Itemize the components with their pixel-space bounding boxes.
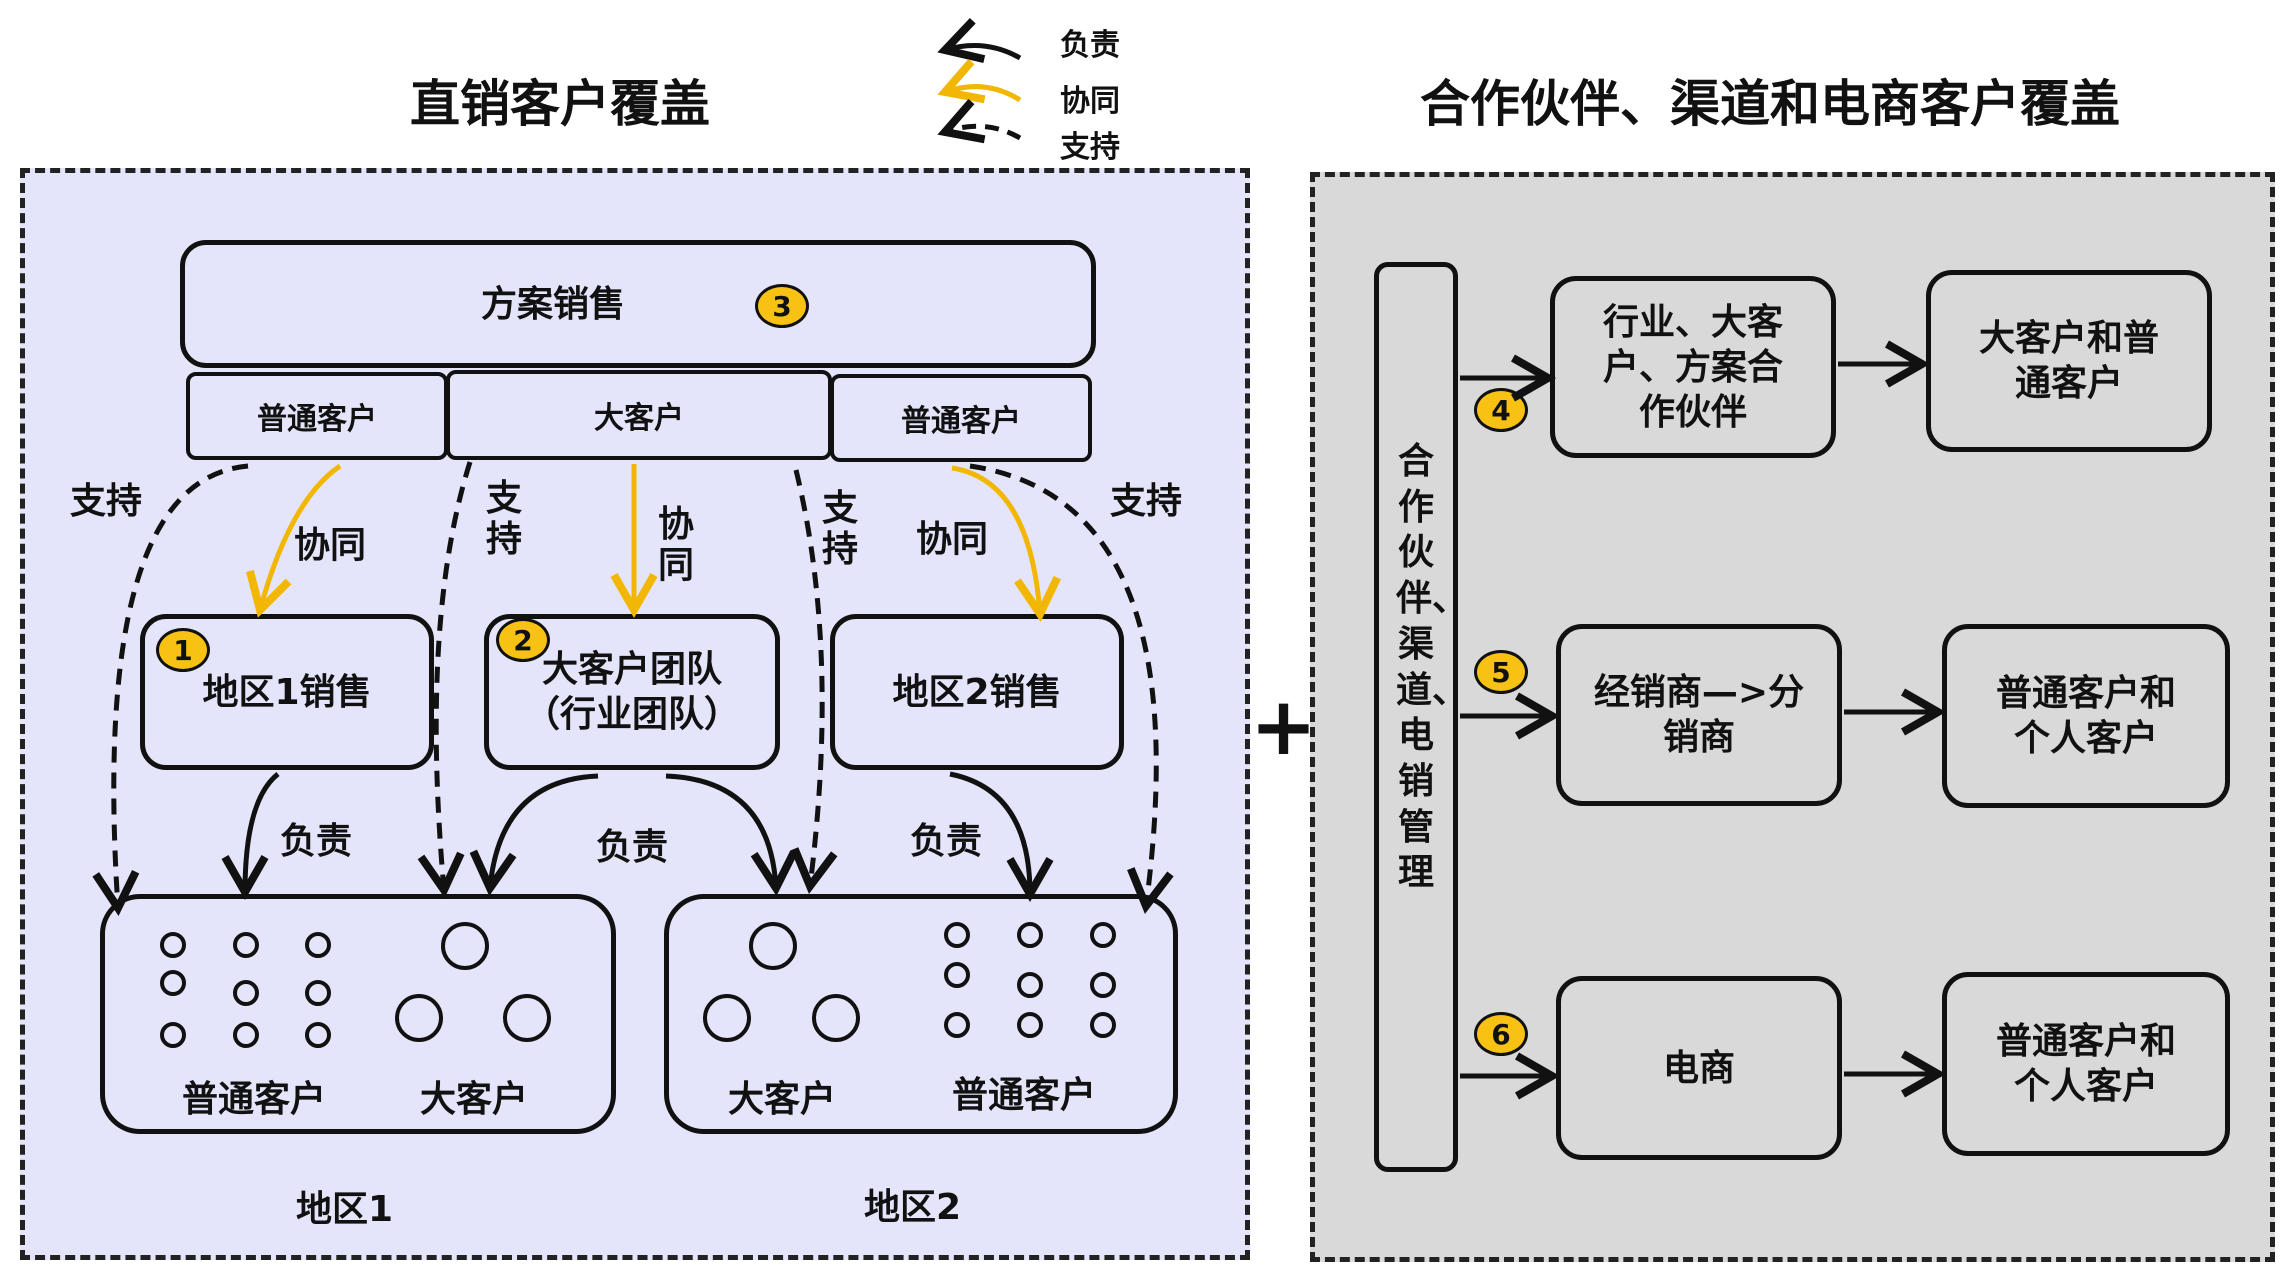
partner-box: 行业、大客 户、方案合 作伙伴 xyxy=(1550,276,1836,458)
partner-target-line2: 通客户 xyxy=(2014,363,2123,404)
customer-dot xyxy=(233,980,259,1006)
dealer-line2: 销商 xyxy=(1662,717,1735,758)
badge-1: 1 xyxy=(156,628,210,672)
customer-dot xyxy=(1090,1012,1116,1038)
collaborate-arrow-left xyxy=(246,463,342,618)
key-customer-circle xyxy=(441,922,489,970)
customer-dot xyxy=(160,970,186,996)
plus-sign: + xyxy=(1250,680,1318,773)
region1-sales-box: 地区1销售 xyxy=(140,614,434,770)
responsible-label-center: 负责 xyxy=(596,827,669,868)
key-account-team-line1: 大客户团队 xyxy=(541,649,722,690)
collaborate-label-center: 协同 xyxy=(657,504,694,587)
customer-dot xyxy=(233,1022,259,1048)
responsible-arrow-center-right xyxy=(665,773,798,897)
responsible-arrow-center-left xyxy=(469,773,599,897)
customer-dot xyxy=(1090,972,1116,998)
support-arrow-inner-right xyxy=(790,469,838,894)
dealer-target-line2: 个人客户 xyxy=(2013,718,2158,759)
partner-target-box: 大客户和普 通客户 xyxy=(1926,270,2212,452)
region2-key-label: 大客户 xyxy=(728,1079,837,1120)
responsible-arrow-right xyxy=(949,771,1054,903)
region2-customers-box xyxy=(664,894,1178,1134)
key-customer-circle xyxy=(503,994,551,1042)
legend-responsible-arrow xyxy=(937,18,1022,64)
region1-key-label: 大客户 xyxy=(420,1079,529,1120)
partner-management-bar: 合作伙伴、渠道、电销管理 xyxy=(1374,262,1469,1172)
customer-dot xyxy=(944,962,970,988)
collaborate-label-left: 协同 xyxy=(294,525,367,566)
badge-5: 5 xyxy=(1474,650,1528,694)
partner-line3: 作伙伴 xyxy=(1638,391,1747,433)
badge-3: 3 xyxy=(755,284,809,328)
support-arrow-inner-left xyxy=(417,461,473,899)
key-customer-circle xyxy=(749,922,797,970)
dealer-box: 经销商—>分 销商 xyxy=(1556,624,1842,806)
responsible-label-left: 负责 xyxy=(280,821,353,862)
customer-dot xyxy=(944,1012,970,1038)
solution-sales-label: 方案销售 xyxy=(480,283,625,325)
collaborate-label-right: 协同 xyxy=(916,519,989,560)
legend-support-label: 支持 xyxy=(1060,130,1120,165)
customer-dot xyxy=(233,932,259,958)
region2-general-label: 普通客户 xyxy=(952,1075,1097,1116)
customer-dot xyxy=(305,980,331,1006)
ecommerce-target-line2: 个人客户 xyxy=(2013,1066,2158,1107)
region2-label: 地区2 xyxy=(864,1187,962,1228)
badge-4: 4 xyxy=(1474,388,1528,432)
responsible-label-right: 负责 xyxy=(910,821,983,862)
legend-support-arrow xyxy=(937,98,1022,144)
ecommerce-target-line1: 普通客户和 xyxy=(1995,1021,2176,1062)
customer-dot xyxy=(160,1022,186,1048)
dealer-target-line1: 普通客户和 xyxy=(1995,673,2176,714)
customer-dot xyxy=(160,932,186,958)
dealer-line1: 经销商—>分 xyxy=(1593,672,1805,713)
customer-dot xyxy=(1017,1012,1043,1038)
left-title: 直销客户覆盖 xyxy=(410,75,710,133)
key-account-team-box: 大客户团队 （行业团队） xyxy=(484,614,780,770)
segment-key: 大客户 xyxy=(446,370,832,460)
badge-2: 2 xyxy=(496,618,550,662)
segment-general-left: 普通客户 xyxy=(186,372,448,460)
legend-collaborate-arrow xyxy=(937,58,1022,104)
customer-dot xyxy=(305,932,331,958)
support-label-left: 支持 xyxy=(70,481,143,522)
region2-sales-box: 地区2销售 xyxy=(830,614,1124,770)
collaborate-arrow-right xyxy=(951,465,1061,623)
region1-label: 地区1 xyxy=(296,1189,394,1230)
customer-dot xyxy=(1090,922,1116,948)
key-customer-circle xyxy=(812,994,860,1042)
support-label-inner-left: 支持 xyxy=(485,478,522,561)
badge-6: 6 xyxy=(1474,1012,1528,1056)
partner-management-label: 合作伙伴、渠道、电销管理 xyxy=(1396,441,1469,894)
support-arrow-far-right xyxy=(969,463,1174,914)
partner-line2: 户、方案合 xyxy=(1602,346,1783,388)
support-label-right: 支持 xyxy=(1110,481,1183,522)
region1-general-label: 普通客户 xyxy=(182,1079,327,1120)
key-customer-circle xyxy=(703,994,751,1042)
region1-customers-box xyxy=(100,894,616,1134)
customer-dot xyxy=(1017,972,1043,998)
partner-target-line1: 大客户和普 xyxy=(1978,318,2159,359)
customer-dot xyxy=(1017,922,1043,948)
customer-dot xyxy=(944,922,970,948)
responsible-arrow-left xyxy=(221,772,280,901)
segment-general-right: 普通客户 xyxy=(830,374,1092,462)
key-customer-circle xyxy=(395,994,443,1042)
key-account-team-line2: （行业团队） xyxy=(523,694,740,735)
support-arrow-far-left xyxy=(92,463,249,917)
partner-line1: 行业、大客 xyxy=(1602,301,1783,343)
legend-responsible-label: 负责 xyxy=(1060,28,1120,63)
solution-sales-box: 方案销售 xyxy=(180,240,1096,368)
legend-collaborate-label: 协同 xyxy=(1060,84,1120,119)
dealer-target-box: 普通客户和 个人客户 xyxy=(1942,624,2230,808)
right-title: 合作伙伴、渠道和电商客户覆盖 xyxy=(1420,75,2120,133)
support-label-inner-right: 支持 xyxy=(821,488,858,571)
customer-dot xyxy=(305,1022,331,1048)
